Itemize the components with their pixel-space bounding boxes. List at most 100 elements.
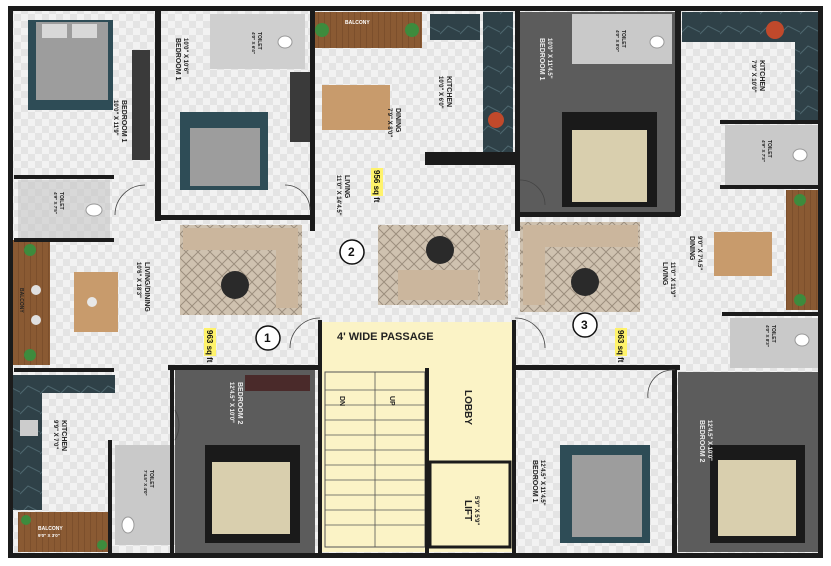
kitchen-counter (12, 375, 42, 510)
svg-text:KITCHEN: KITCHEN (60, 420, 67, 451)
u2-balcony (312, 12, 422, 48)
svg-text:LIVING/DINING: LIVING/DINING (143, 262, 150, 312)
lift-label: LIFT 5'9" X 5'9" (462, 496, 479, 525)
svg-text:7'9" X 8'0": 7'9" X 8'0" (386, 108, 392, 137)
svg-text:963 sq ft: 963 sq ft (205, 330, 214, 363)
common-area (322, 322, 512, 552)
u3-toilet1-label: TOILET 4'0" X 8'0" (615, 30, 626, 52)
u2-living-label: LIVING 11'0" X 14'4.5" (335, 175, 350, 216)
u1-toilet2-label: TOILET 7'4.5" X 4'0" (143, 470, 154, 496)
u3-area-tag: 963 sq ft (615, 328, 627, 363)
svg-text:956 sq ft: 956 sq ft (372, 170, 381, 203)
u2-kitchen-label: KITCHEN 10'0" X 6'0" (437, 76, 452, 109)
lobby-label: LOBBY (462, 390, 473, 425)
dining-table (714, 232, 772, 276)
stair-dn-label: DN (338, 396, 345, 406)
svg-text:DINING: DINING (688, 236, 695, 261)
svg-text:12'4.5" X 10'0": 12'4.5" X 10'0" (228, 382, 234, 423)
u2-toilet-label: TOILET 4'0" X 6'4" (251, 32, 262, 54)
svg-text:10'0" X 10'6": 10'0" X 10'6" (182, 38, 188, 74)
u3-toilet2-label: TOILET 4'9" X 7'3" (761, 140, 772, 162)
coffee-table (571, 268, 599, 296)
svg-text:963 sq ft: 963 sq ft (616, 330, 625, 363)
svg-text:UP: UP (388, 396, 395, 406)
wardrobe (132, 50, 150, 160)
u3-bedroom1b-label: BEDROOM 1 12'4.5" X 11'4.5" (531, 460, 545, 506)
svg-text:5'9" X 5'9": 5'9" X 5'9" (473, 496, 479, 525)
stair-up-label: UP (388, 396, 395, 406)
svg-text:7'4.5" X 4'0": 7'4.5" X 4'0" (143, 470, 148, 496)
coffee-table (426, 236, 454, 264)
lift[interactable] (428, 460, 512, 549)
svg-text:10'0" X 11'4.5": 10'0" X 11'4.5" (546, 38, 552, 79)
bed (718, 460, 796, 536)
svg-text:TOILET: TOILET (766, 140, 772, 158)
svg-text:TOILET: TOILET (770, 325, 776, 343)
u2-balcony-label: BALCONY (345, 20, 370, 26)
svg-text:TOILET: TOILET (58, 192, 64, 210)
door-swings (114, 179, 676, 441)
svg-text:1: 1 (264, 331, 271, 345)
svg-text:10'0" X 6'0": 10'0" X 6'0" (437, 76, 443, 109)
svg-text:11'0" X 14'4.5": 11'0" X 14'4.5" (335, 175, 341, 216)
svg-text:TOILET: TOILET (148, 470, 154, 488)
svg-text:3: 3 (581, 318, 588, 332)
bed (572, 455, 642, 537)
svg-text:4'0" X 6'4": 4'0" X 6'4" (251, 32, 256, 54)
svg-text:4'9" X 7'5": 4'9" X 7'5" (53, 192, 58, 214)
u1-area-tag: 963 sq ft (204, 328, 216, 363)
svg-text:LIVING: LIVING (343, 175, 350, 199)
dining-table (322, 85, 390, 130)
svg-text:TOILET: TOILET (620, 30, 626, 48)
svg-text:TOILET: TOILET (256, 32, 262, 50)
u1-bedroom1-label: BEDROOM 1 10'0" X 11'9" (112, 100, 127, 143)
kitchen-counter (483, 12, 513, 162)
u1-kitchen-label: KITCHEN 9'9" X 7'0" (52, 420, 67, 451)
walls (8, 6, 823, 558)
passage-label: 4' WIDE PASSAGE (337, 331, 434, 343)
unit-1 (12, 12, 315, 555)
svg-text:DINING: DINING (394, 108, 401, 133)
unit-2 (162, 12, 520, 325)
u1-side-balcony (12, 240, 50, 365)
kitchen-counter (682, 12, 820, 42)
u1-balcony-label: BALCONY 9'0" X 3'0" (38, 526, 63, 538)
unit-2-badge: 2 (339, 239, 365, 265)
u3-kitchen-label: KITCHEN 7'9" X 10'0" (750, 60, 765, 93)
u3-living-label: LIVING 11'0" X 11'9" (661, 262, 675, 297)
u3-side-balcony (786, 190, 822, 310)
svg-text:BALCONY: BALCONY (38, 526, 63, 532)
bed (190, 128, 260, 186)
u2-dining-label: DINING 7'9" X 8'0" (386, 108, 401, 137)
svg-text:10'0" X 11'9": 10'0" X 11'9" (112, 100, 118, 136)
svg-text:KITCHEN: KITCHEN (758, 60, 765, 91)
u3-bedroom2-label: BEDROOM 2 12'4.5" X 10'0" (698, 420, 712, 463)
svg-text:9'0" X 7'4.5": 9'0" X 7'4.5" (696, 236, 702, 270)
svg-text:LIVING: LIVING (661, 262, 668, 286)
svg-text:12'4.5" X 11'4.5": 12'4.5" X 11'4.5" (539, 460, 545, 506)
svg-text:KITCHEN: KITCHEN (445, 76, 452, 107)
unit-3-badge: 3 (572, 312, 598, 338)
u3-dining-label: DINING 9'0" X 7'4.5" (688, 236, 702, 270)
svg-text:BEDROOM 2: BEDROOM 2 (698, 420, 705, 463)
svg-text:11'0" X 11'9": 11'0" X 11'9" (669, 262, 675, 297)
u1-toilet1-label: TOILET 4'9" X 7'5" (53, 192, 64, 214)
u2-bedroom1-label: BEDROOM 1 10'0" X 10'6" (174, 38, 188, 81)
u2-area-tag: 956 sq ft (371, 168, 383, 203)
u3-toilet3-label: TOILET 4'0" X 8'3" (765, 325, 776, 347)
svg-text:BALCONY: BALCONY (18, 288, 24, 313)
bed (572, 130, 647, 202)
unit-3 (518, 12, 823, 552)
svg-text:LOBBY: LOBBY (462, 390, 473, 425)
svg-text:10'6" X 18'3": 10'6" X 18'3" (135, 262, 141, 298)
svg-text:BEDROOM 1: BEDROOM 1 (120, 100, 127, 143)
svg-text:2: 2 (348, 245, 355, 259)
svg-text:BEDROOM 2: BEDROOM 2 (236, 382, 243, 425)
coffee-table (221, 271, 249, 299)
svg-text:4'9" X 7'3": 4'9" X 7'3" (761, 140, 766, 162)
bed (212, 462, 290, 534)
u3-bedroom1-label: BEDROOM 1 10'0" X 11'4.5" (538, 38, 552, 81)
svg-text:12'4.5" X 10'0": 12'4.5" X 10'0" (706, 420, 712, 461)
svg-text:7'9" X 10'0": 7'9" X 10'0" (750, 60, 756, 93)
